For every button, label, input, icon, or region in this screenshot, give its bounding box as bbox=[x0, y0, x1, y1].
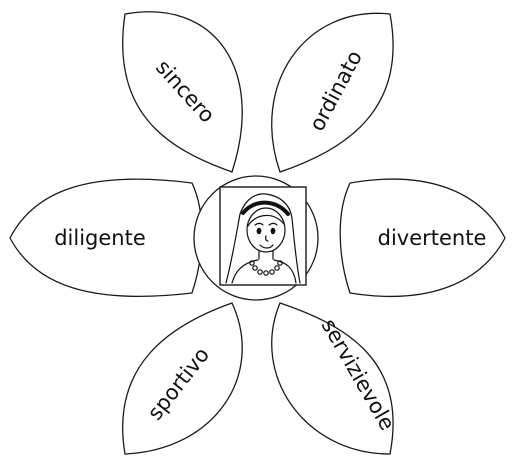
petal-servizievole bbox=[271, 302, 394, 455]
petal-ordinato bbox=[271, 12, 394, 173]
eye-left bbox=[256, 227, 262, 235]
necklace bbox=[249, 260, 283, 276]
petal-sincero bbox=[122, 11, 243, 173]
label-diligente: diligente bbox=[54, 226, 146, 250]
girl-portrait-drawing bbox=[219, 186, 307, 286]
petal-divertente bbox=[339, 178, 506, 298]
petal-sportivo bbox=[122, 302, 243, 455]
face bbox=[246, 207, 286, 253]
eye-right bbox=[270, 227, 276, 235]
label-divertente: divertente bbox=[378, 226, 487, 250]
hair-outline bbox=[225, 193, 301, 284]
